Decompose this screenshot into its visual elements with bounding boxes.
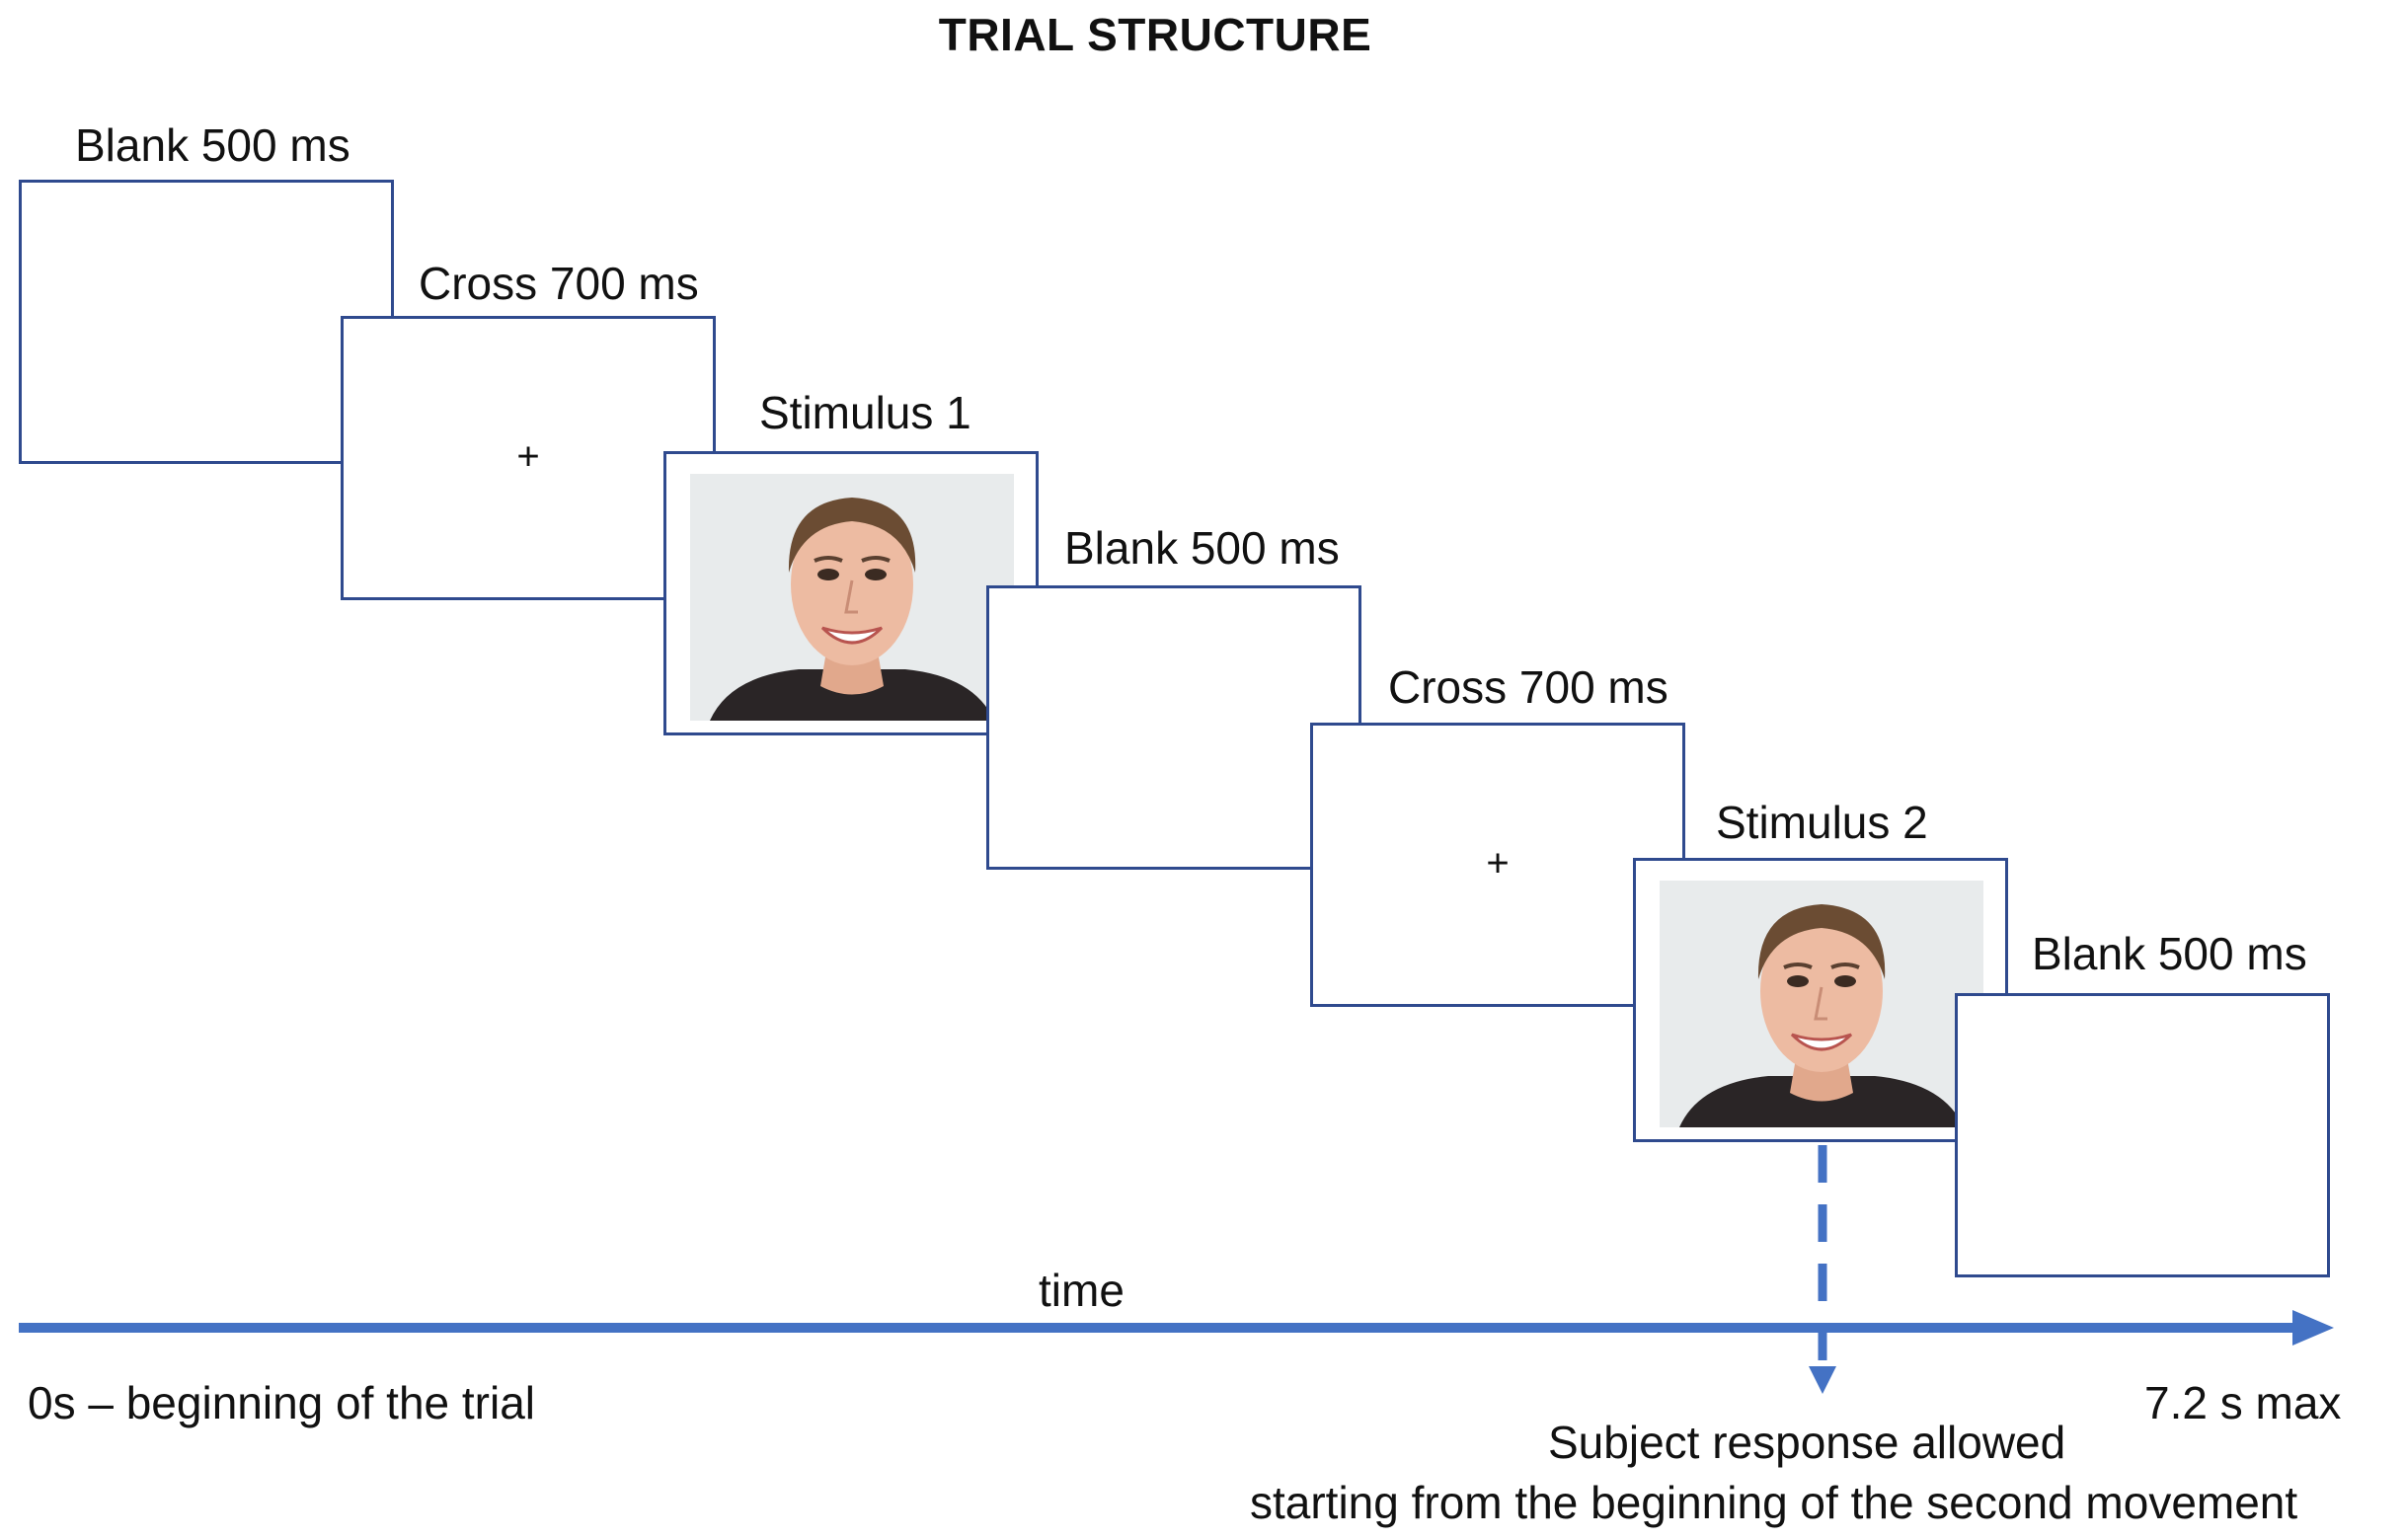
frame-blank-2 <box>986 585 1361 870</box>
frame-cross-2: + <box>1310 723 1685 1007</box>
frame-blank-3 <box>1955 993 2330 1277</box>
frame-label-blank-3: Blank 500 ms <box>2032 928 2307 979</box>
frame-stimulus-2 <box>1633 858 2008 1142</box>
frame-label-blank-1: Blank 500 ms <box>75 119 350 171</box>
timeline-end-label: 7.2 s max <box>2144 1377 2342 1428</box>
response-note-line1: Subject response allowed <box>1548 1417 2066 1468</box>
frame-label-blank-2: Blank 500 ms <box>1064 522 1340 574</box>
diagram-title: TRIAL STRUCTURE <box>938 9 1372 60</box>
frame-label-cross-1: Cross 700 ms <box>419 258 699 309</box>
face-photo-2 <box>1660 881 1983 1127</box>
fixation-cross: + <box>1486 841 1510 886</box>
timeline-axis-label: time <box>1039 1265 1125 1316</box>
response-note-line2: starting from the beginning of the secon… <box>1250 1477 2298 1528</box>
frame-label-stimulus-2: Stimulus 2 <box>1716 797 1928 848</box>
timeline-arrow-head <box>2292 1310 2334 1346</box>
response-arrow-head <box>1809 1366 1836 1394</box>
frame-cross-1: + <box>341 316 716 600</box>
fixation-cross: + <box>516 434 540 479</box>
frame-label-stimulus-1: Stimulus 1 <box>759 387 971 438</box>
frame-label-cross-2: Cross 700 ms <box>1388 661 1668 713</box>
frame-stimulus-1 <box>663 451 1039 735</box>
timeline-start-label: 0s – beginning of the trial <box>28 1377 536 1428</box>
face-photo-1 <box>690 474 1014 721</box>
frame-blank-1 <box>19 180 394 464</box>
